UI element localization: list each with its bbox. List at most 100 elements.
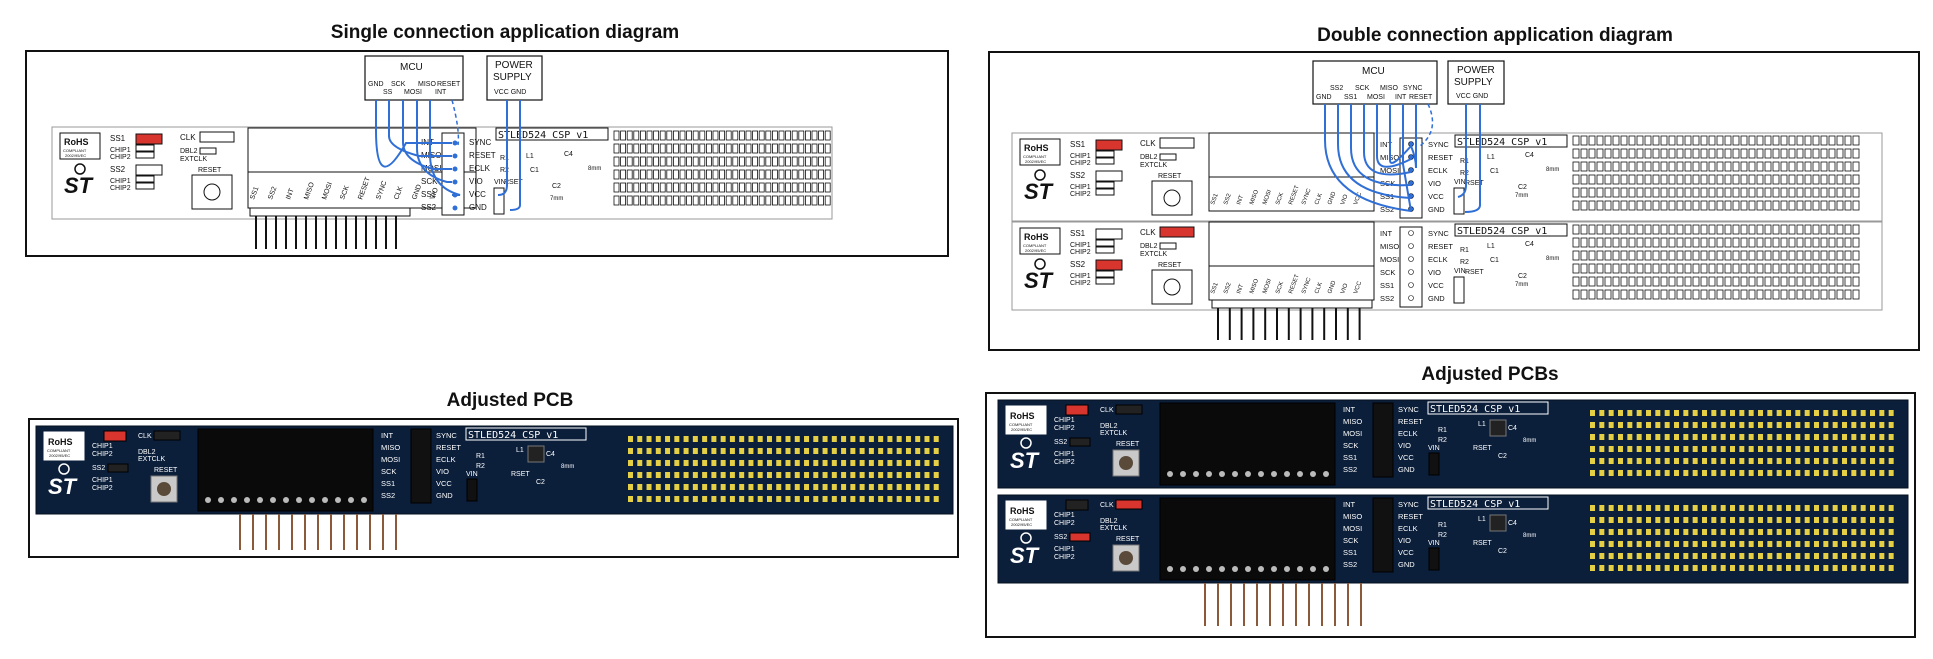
led-cell	[1804, 250, 1812, 261]
led-cell	[1692, 263, 1700, 274]
led-cell	[653, 130, 659, 141]
led-cell	[719, 195, 725, 206]
mcu-pin: SYNC	[1403, 85, 1422, 92]
led-cell	[712, 143, 719, 154]
led	[1730, 410, 1735, 416]
led-cell	[1756, 276, 1764, 287]
led	[757, 484, 763, 490]
led-cell	[1652, 174, 1660, 185]
led-cell	[1820, 148, 1828, 159]
led	[1748, 458, 1754, 464]
led-cell	[1668, 237, 1676, 248]
led-cell	[818, 182, 824, 193]
led	[915, 496, 921, 502]
led	[637, 472, 643, 478]
led	[1720, 565, 1726, 571]
led	[933, 436, 939, 442]
led	[1758, 553, 1763, 559]
led	[1860, 434, 1866, 440]
led	[1683, 458, 1689, 464]
led	[1888, 565, 1894, 571]
led-cell	[1636, 148, 1644, 159]
led	[804, 472, 810, 478]
led	[924, 460, 930, 466]
led	[1842, 458, 1847, 464]
mcu-pin: MISO	[1380, 85, 1398, 92]
led-cell	[1788, 224, 1796, 235]
led	[1748, 434, 1754, 440]
led-cell	[745, 182, 752, 193]
led	[1758, 470, 1763, 476]
led	[776, 460, 782, 466]
led-cell	[1708, 276, 1716, 287]
reset-button-icon	[1163, 189, 1181, 207]
led	[729, 448, 735, 454]
led	[1618, 458, 1623, 464]
led-cell	[1708, 289, 1716, 300]
jumper-header	[1095, 228, 1123, 240]
led-cell	[1732, 250, 1740, 261]
led-cell	[646, 195, 653, 206]
led	[1842, 565, 1847, 571]
led-cell	[1676, 250, 1684, 261]
led-cell	[752, 130, 758, 141]
led-cell	[739, 156, 745, 167]
jumper-header	[1095, 246, 1115, 254]
led	[804, 496, 810, 502]
mcu-pin: INT	[1395, 94, 1407, 101]
e-mark-icon	[1034, 258, 1046, 270]
led-cell	[1748, 161, 1756, 172]
led-cell	[1716, 276, 1724, 287]
pin-dot	[1408, 243, 1414, 249]
led	[1823, 565, 1829, 571]
led-cell	[765, 169, 772, 180]
led-cell	[1844, 224, 1852, 235]
jumper-label: CHIP1	[1070, 184, 1091, 191]
led-cell	[1780, 200, 1788, 211]
header-pin-row	[1208, 176, 1375, 212]
led-cell	[1636, 276, 1644, 287]
led	[766, 436, 772, 442]
led	[1692, 529, 1698, 535]
pin-label-right: RESET	[436, 443, 461, 452]
pin-label-right: VIO	[436, 467, 449, 476]
led-cell	[1572, 187, 1580, 198]
led-cell	[818, 195, 824, 206]
led-cell	[1780, 135, 1788, 146]
led	[1870, 541, 1875, 547]
led	[711, 460, 717, 466]
led	[739, 436, 745, 442]
wire-dashed	[451, 99, 460, 146]
led-cell	[1588, 187, 1596, 198]
led-cell	[1580, 161, 1588, 172]
led	[1599, 458, 1605, 464]
part-label: L1	[516, 447, 524, 454]
led	[1767, 541, 1773, 547]
rohs-compliant: COMPLIANT	[63, 148, 87, 153]
led	[1823, 529, 1829, 535]
led-cell	[1748, 224, 1756, 235]
pin-label-right: SYNC	[1398, 500, 1419, 509]
led-cell	[1740, 161, 1748, 172]
part-label: C4	[1525, 152, 1534, 159]
jumper-header	[135, 164, 163, 176]
led	[1804, 541, 1810, 547]
led	[1590, 517, 1595, 523]
clk-label: CLK	[180, 133, 196, 142]
led-cell	[1580, 148, 1588, 159]
board-name: STLED524 CSP v1	[1430, 404, 1520, 415]
led-cell	[1724, 174, 1732, 185]
led	[766, 472, 772, 478]
led-cell	[805, 143, 811, 154]
led	[1636, 565, 1642, 571]
pin-label-left: SCK	[1343, 536, 1358, 545]
led	[1823, 446, 1829, 452]
led-cell	[1612, 187, 1620, 198]
led	[1870, 446, 1875, 452]
led-cell	[1636, 161, 1644, 172]
led-cell	[1660, 263, 1668, 274]
led	[1692, 505, 1698, 511]
led	[1627, 505, 1633, 511]
led	[1674, 458, 1679, 464]
led	[1804, 410, 1810, 416]
